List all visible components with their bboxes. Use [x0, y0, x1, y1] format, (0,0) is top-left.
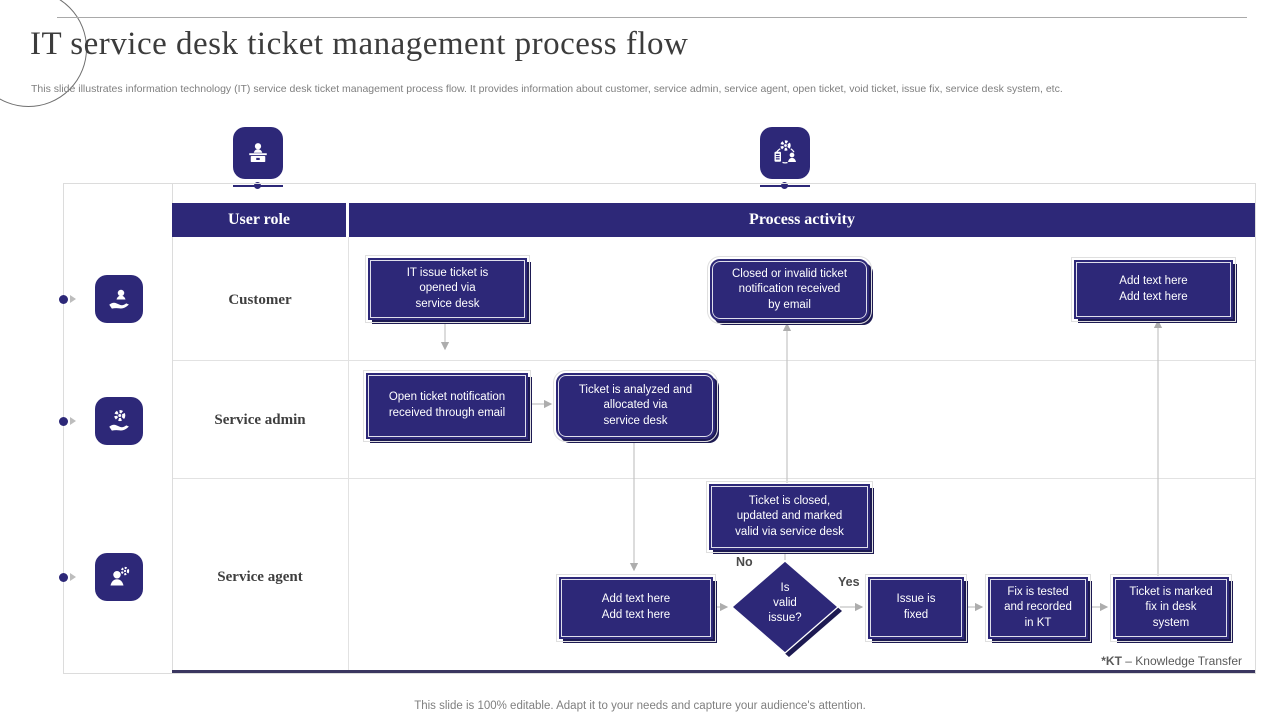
branch-label-yes: Yes	[838, 575, 860, 589]
rail-dot	[59, 295, 68, 304]
kt-footnote: *KT – Knowledge Transfer	[1101, 654, 1242, 668]
row-separator	[173, 360, 1255, 361]
rail-arrow-icon	[70, 295, 76, 303]
row-label-customer: Customer	[228, 292, 292, 308]
footer-caption: This slide is 100% editable. Adapt it to…	[414, 700, 866, 712]
flow-node-ticket-marked: Ticket is marked fix in desk system	[1110, 574, 1232, 642]
rail-separator	[172, 183, 173, 672]
agent-headset-gear-icon	[95, 553, 143, 601]
row-label-service-admin: Service admin	[214, 412, 306, 428]
flow-node-ticket-closed: Ticket is closed, updated and marked val…	[706, 481, 873, 553]
customer-care-hand-icon	[95, 275, 143, 323]
flow-node-issue-fixed: Issue is fixed	[865, 574, 967, 642]
rail-arrow-icon	[70, 573, 76, 581]
row-separator	[173, 478, 1255, 479]
reception-desk-icon	[233, 127, 283, 179]
workflow-process-icon	[760, 127, 810, 179]
flow-node-add-text-agent: Add text here Add text here	[556, 574, 716, 642]
flow-node-fix-tested: Fix is tested and recorded in KT	[985, 574, 1091, 642]
kt-footnote-definition: – Knowledge Transfer	[1121, 654, 1242, 668]
rail-dot	[59, 417, 68, 426]
page-title: IT service desk ticket management proces…	[30, 26, 689, 62]
kt-footnote-term: *KT	[1101, 654, 1122, 668]
flow-node-ticket-opened: IT issue ticket is opened via service de…	[365, 255, 530, 323]
decision-label: Is valid issue?	[768, 582, 802, 624]
diagram-frame	[63, 183, 1256, 674]
flow-node-add-text-customer: Add text here Add text here	[1071, 257, 1236, 322]
row-label-service-agent: Service agent	[217, 569, 303, 585]
slide-subtitle: This slide illustrates information techn…	[31, 83, 1063, 95]
header-user-role: User role	[172, 203, 346, 237]
top-divider-line	[57, 17, 1247, 18]
column-separator	[348, 237, 349, 672]
icon-connector-dot	[781, 182, 788, 189]
table-bottom-border	[172, 670, 1255, 673]
admin-gear-hand-icon	[95, 397, 143, 445]
flow-node-open-notification: Open ticket notification received throug…	[363, 370, 531, 442]
rail-dot	[59, 573, 68, 582]
rail-arrow-icon	[70, 417, 76, 425]
flow-node-closed-notification: Closed or invalid ticket notification re…	[707, 256, 872, 324]
header-process-activity: Process activity	[349, 203, 1255, 237]
flow-node-ticket-analyzed: Ticket is analyzed and allocated via ser…	[553, 370, 718, 442]
icon-connector-dot	[254, 182, 261, 189]
branch-label-no: No	[736, 555, 753, 569]
